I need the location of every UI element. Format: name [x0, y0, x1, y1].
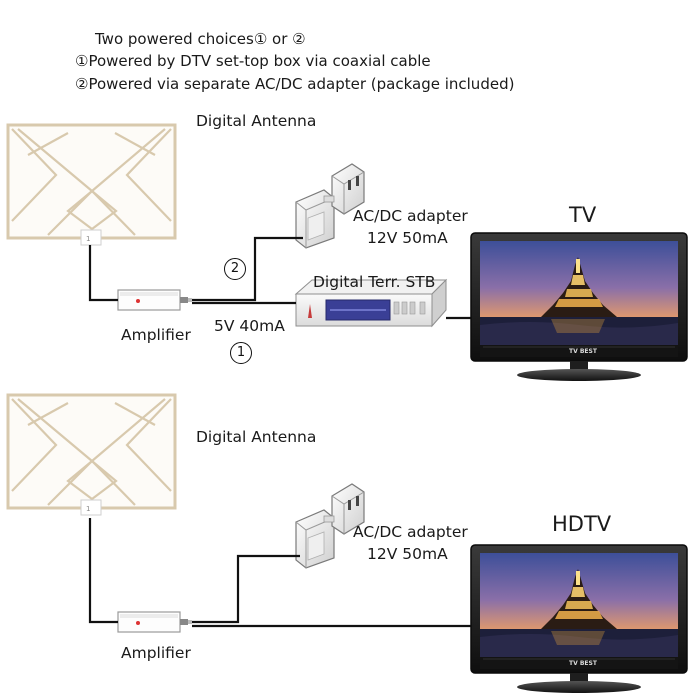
top-cables [88, 236, 471, 320]
top-amplifier-label: Amplifier [121, 326, 191, 344]
bottom-amplifier-label: Amplifier [121, 644, 191, 662]
top-stb-label: Digital Terr. STB [313, 273, 436, 291]
bottom-tv-label: HDTV [552, 512, 612, 536]
bottom-antenna [6, 393, 177, 517]
header-line-option2: ②Powered via separate AC/DC adapter (pac… [75, 75, 515, 93]
top-adapter-spec: 12V 50mA [367, 229, 448, 247]
top-adapter [295, 163, 365, 249]
choice-2-badge: 2 [224, 258, 246, 280]
header-line-option1: ①Powered by DTV set-top box via coaxial … [75, 52, 431, 70]
top-tv-brand: TV BEST [569, 348, 597, 355]
bottom-adapter-spec: 12V 50mA [367, 545, 448, 563]
bottom-tv [470, 544, 688, 694]
top-antenna-label: Digital Antenna [196, 112, 317, 130]
choice-1-badge: 1 [230, 342, 252, 364]
bottom-tv-brand: TV BEST [569, 660, 597, 667]
top-adapter-label: AC/DC adapter [353, 207, 468, 225]
bottom-cables [88, 518, 471, 628]
top-tv-label: TV [569, 203, 597, 227]
bottom-amplifier [117, 611, 193, 633]
top-tv [470, 232, 688, 382]
top-power-label: 5V 40mA [214, 317, 285, 335]
top-antenna [6, 123, 177, 247]
top-amplifier [117, 289, 193, 311]
bottom-antenna-label: Digital Antenna [196, 428, 317, 446]
bottom-adapter-label: AC/DC adapter [353, 523, 468, 541]
header-line-choices: Two powered choices① or ② [95, 30, 306, 48]
